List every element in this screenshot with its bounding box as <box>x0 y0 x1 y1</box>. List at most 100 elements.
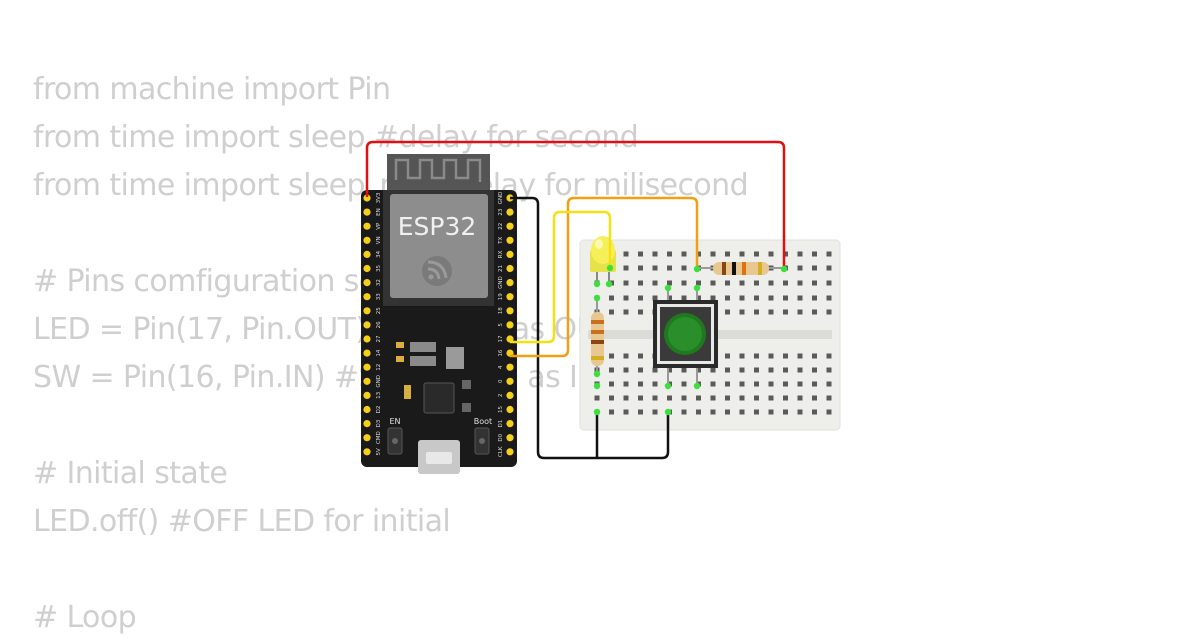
breadboard-hole <box>638 395 643 401</box>
resistor-led[interactable] <box>591 300 604 374</box>
header-pin[interactable] <box>506 250 514 258</box>
pin-label: 16 <box>498 349 504 356</box>
header-pin[interactable] <box>506 264 514 273</box>
breadboard-hole <box>826 280 832 286</box>
breadboard-hole <box>768 409 774 415</box>
pin-label: 25 <box>376 307 382 314</box>
pin-label: 15 <box>498 406 504 413</box>
header-pin[interactable] <box>363 264 371 273</box>
header-pin[interactable] <box>506 405 514 414</box>
espressif-logo-icon <box>422 256 452 286</box>
header-pin[interactable] <box>363 363 371 371</box>
pin-label: 32 <box>376 279 382 286</box>
header-pin[interactable] <box>363 321 371 329</box>
header-pin[interactable] <box>363 405 371 414</box>
header-pin[interactable] <box>506 420 514 428</box>
header-pin[interactable] <box>363 279 371 287</box>
breadboard-hole <box>812 409 817 415</box>
pin-label: 27 <box>376 335 382 342</box>
breadboard-hole <box>768 367 774 373</box>
breadboard-hole <box>768 295 774 301</box>
code-line: # Initial state <box>33 456 228 491</box>
esp32-board[interactable]: ESP32 EN Boot 3V3ENVPVN34353233252627141… <box>361 154 517 474</box>
header-pin[interactable] <box>506 236 514 244</box>
breadboard-hole <box>652 367 658 373</box>
header-pin[interactable] <box>506 363 514 371</box>
breadboard-hole <box>609 309 614 315</box>
breadboard-hole <box>725 381 730 387</box>
pin-label: GND <box>376 375 382 388</box>
breadboard-hole <box>783 367 788 373</box>
header-pin[interactable] <box>363 391 371 399</box>
wire-gpio16-orange[interactable] <box>510 196 699 358</box>
breadboard-hole <box>609 353 614 359</box>
pin-label: VP <box>376 222 382 230</box>
breadboard-hole <box>681 251 687 257</box>
header-pin[interactable] <box>363 250 371 258</box>
breadboard-hole <box>725 309 730 315</box>
breadboard-hole <box>681 280 687 286</box>
breadboard-hole <box>623 309 629 315</box>
pin-label: 3V3 <box>376 192 382 203</box>
breadboard-hole <box>797 367 803 373</box>
breadboard-hole <box>652 395 658 401</box>
connection-marker <box>593 294 601 302</box>
header-pin[interactable] <box>506 448 514 456</box>
breadboard-hole <box>768 381 774 387</box>
header-pin[interactable] <box>506 279 514 287</box>
header-pin[interactable] <box>363 420 371 428</box>
header-pin[interactable] <box>363 335 371 343</box>
code-line: # Loop <box>33 600 137 635</box>
header-pin[interactable] <box>506 293 514 301</box>
breadboard-hole <box>623 367 629 373</box>
header-pin[interactable] <box>506 434 514 442</box>
breadboard-hole <box>783 280 788 286</box>
breadboard-hole <box>652 265 658 271</box>
connection-marker <box>780 265 788 273</box>
breadboard-hole <box>652 381 658 387</box>
pushbutton[interactable] <box>653 288 718 386</box>
breadboard-hole <box>739 280 745 286</box>
breadboard-hole <box>623 381 629 387</box>
breadboard-hole <box>812 381 817 387</box>
pin-label: 12 <box>376 364 382 371</box>
header-pin[interactable] <box>363 293 371 301</box>
pin-label: EN <box>376 208 382 216</box>
breadboard-hole <box>783 251 788 257</box>
breadboard-hole <box>783 295 788 301</box>
header-pin[interactable] <box>363 349 371 357</box>
header-pin[interactable] <box>363 208 371 216</box>
header-pin[interactable] <box>363 434 371 442</box>
wifi-antenna-icon <box>394 158 482 182</box>
resistor-pullup[interactable] <box>697 262 784 275</box>
wire-gpio17-yellow[interactable] <box>510 210 612 344</box>
header-pin[interactable] <box>506 222 514 230</box>
connection-markers <box>593 264 788 416</box>
breadboard-hole <box>768 280 774 286</box>
breadboard-hole <box>754 367 759 373</box>
header-pin[interactable] <box>506 377 514 385</box>
breadboard-hole <box>754 280 759 286</box>
header-pin[interactable] <box>506 391 514 399</box>
header-pin[interactable] <box>363 236 371 244</box>
header-pin[interactable] <box>363 307 371 315</box>
header-pin[interactable] <box>363 222 371 230</box>
wire-gnd-black[interactable] <box>510 196 670 460</box>
breadboard-hole <box>812 295 817 301</box>
header-pin[interactable] <box>506 307 514 315</box>
header-pin[interactable] <box>363 194 371 202</box>
connection-marker <box>605 280 613 288</box>
pin-label: 22 <box>498 223 504 230</box>
header-pin[interactable] <box>363 377 371 385</box>
header-pin[interactable] <box>506 208 514 216</box>
breadboard-hole <box>696 280 701 286</box>
breadboard-hole <box>623 265 629 271</box>
header-pin[interactable] <box>363 448 371 456</box>
pin-label: 2 <box>498 394 504 398</box>
header-pin[interactable] <box>506 321 514 329</box>
breadboard-hole <box>783 395 788 401</box>
breadboard-hole <box>725 280 730 286</box>
breadboard-hole <box>754 353 759 359</box>
connection-marker <box>693 382 701 390</box>
wire-3v3-red[interactable] <box>365 140 786 269</box>
